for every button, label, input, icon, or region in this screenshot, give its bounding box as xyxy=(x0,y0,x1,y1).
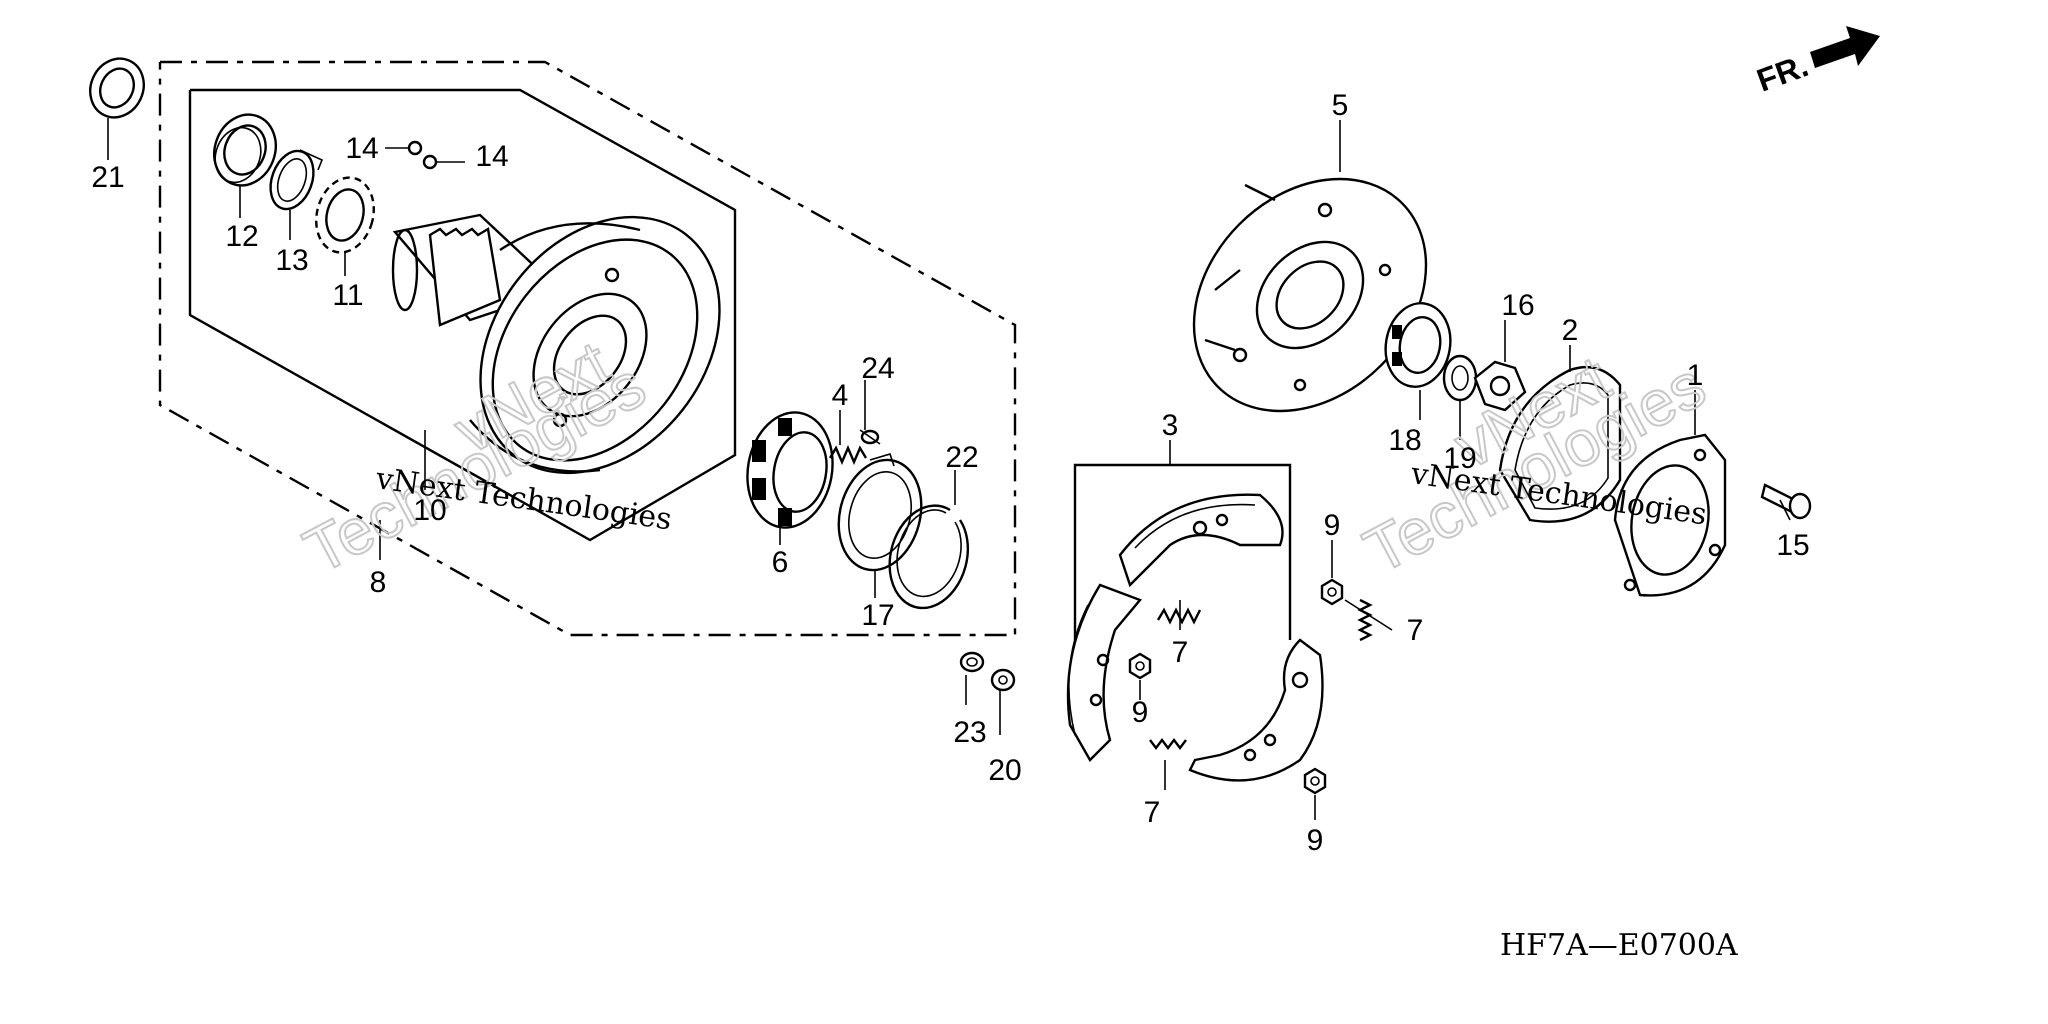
part-spring-7b xyxy=(1357,598,1373,642)
callouts: 1 2 3 4 5 6 7 7 7 8 9 9 9 10 11 12 13 14… xyxy=(91,89,1809,857)
part-clutch-plate-5 xyxy=(1192,177,1428,413)
part-circlip-22 xyxy=(888,504,970,610)
callout-1: 1 xyxy=(1687,359,1704,392)
callout-24: 24 xyxy=(861,352,894,385)
part-nut-9b xyxy=(1128,652,1152,680)
part-spring-7a xyxy=(1156,607,1202,625)
part-bolt-15 xyxy=(1760,483,1812,520)
callout-8: 8 xyxy=(370,566,387,599)
part-washer-20 xyxy=(990,668,1016,692)
front-direction-arrow-icon xyxy=(1810,26,1880,68)
callout-4: 4 xyxy=(832,379,849,412)
callout-5: 5 xyxy=(1332,89,1349,122)
leader-lines xyxy=(107,118,1791,820)
callout-11: 11 xyxy=(332,279,363,312)
part-gasket-2 xyxy=(1498,365,1622,523)
part-washer-19 xyxy=(1442,354,1478,402)
group-outline-8 xyxy=(158,60,1017,637)
callout-7a: 7 xyxy=(1172,636,1189,669)
part-inner-clutch-18 xyxy=(1384,302,1452,388)
group-outline-10 xyxy=(188,88,737,542)
part-spring-7c xyxy=(1149,738,1187,750)
callout-13: 13 xyxy=(275,244,308,277)
callout-22: 22 xyxy=(945,441,978,474)
group-bracket-3 xyxy=(1073,463,1292,640)
callout-18: 18 xyxy=(1388,424,1421,457)
callout-12: 12 xyxy=(225,220,258,253)
part-nut-16 xyxy=(1473,360,1527,412)
part-cover-1 xyxy=(1613,433,1727,597)
part-nut-9a xyxy=(1320,578,1344,606)
callout-9c: 9 xyxy=(1307,824,1324,857)
diagram-code: HF7A—E0700A xyxy=(1500,928,1738,963)
part-seal-21 xyxy=(89,57,145,119)
callout-16: 16 xyxy=(1501,289,1534,322)
callout-2: 2 xyxy=(1562,314,1579,347)
part-pins-14 xyxy=(385,140,465,170)
callout-19: 19 xyxy=(1443,442,1476,475)
callout-14b: 14 xyxy=(475,140,508,173)
callout-21: 21 xyxy=(91,161,124,194)
part-clutch-shoes-3 xyxy=(1066,493,1324,782)
part-nut-9c xyxy=(1303,767,1327,795)
part-pin-24 xyxy=(859,429,881,445)
part-sprocket-11 xyxy=(315,176,375,254)
callout-9a: 9 xyxy=(1324,509,1341,542)
callout-7c: 7 xyxy=(1144,796,1161,829)
part-washer-23 xyxy=(959,651,985,673)
callout-6: 6 xyxy=(772,546,789,579)
part-oil-seal-12 xyxy=(213,113,277,187)
callout-20: 20 xyxy=(988,754,1021,787)
part-one-way-clutch-6 xyxy=(746,411,834,529)
callout-23: 23 xyxy=(953,716,986,749)
callout-14a: 14 xyxy=(345,132,378,165)
callout-10: 10 xyxy=(413,494,446,527)
callout-3: 3 xyxy=(1162,409,1179,442)
part-drum-10 xyxy=(391,213,721,475)
part-spring-4 xyxy=(828,444,868,466)
part-plate-17 xyxy=(837,453,923,572)
callout-17: 17 xyxy=(861,599,894,632)
callout-15: 15 xyxy=(1776,529,1809,562)
callout-7b: 7 xyxy=(1407,614,1424,647)
part-snap-ring-13 xyxy=(269,149,324,211)
direction-label: FR. xyxy=(1752,47,1813,98)
callout-9b: 9 xyxy=(1132,696,1149,729)
